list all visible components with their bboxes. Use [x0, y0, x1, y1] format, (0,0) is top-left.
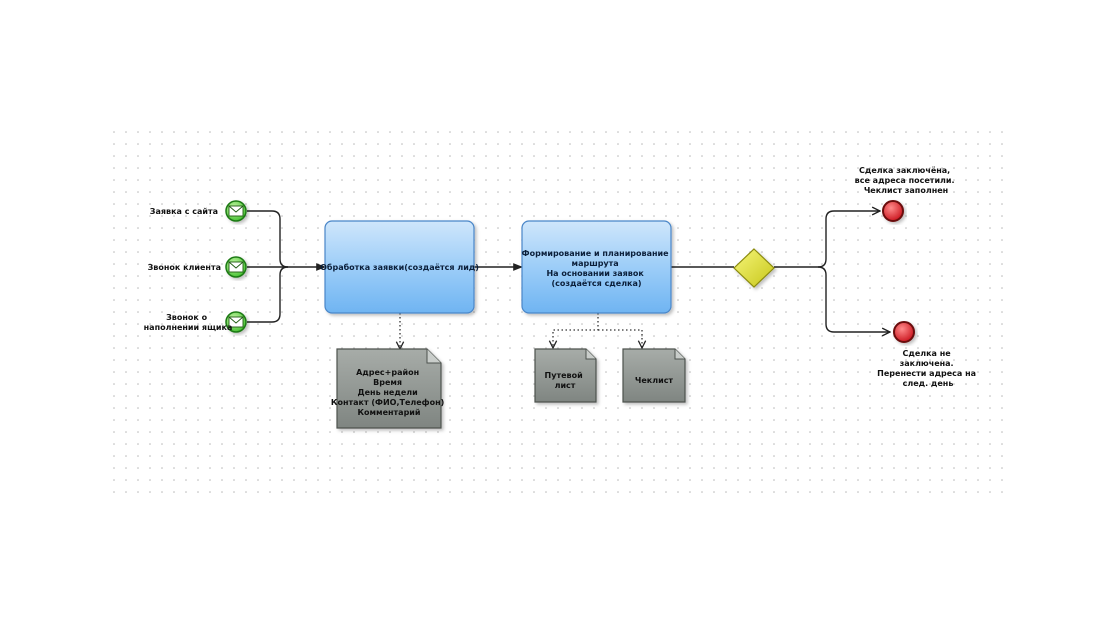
end-label-deal-not-closed: Сделка не заключена. Перенести адреса на… [877, 349, 979, 388]
start-label-box-full: Звонок о наполнении ящика [144, 313, 233, 332]
assoc-task2-docs [553, 313, 599, 348]
end-event-deal-closed[interactable] [882, 200, 904, 222]
task-label-plan-route: Формирование и планирование маршрута На … [522, 249, 672, 288]
data-object-waybill[interactable]: Путевой лист [534, 348, 597, 403]
task-label-process-request: Обработка заявки(создаётся лид) [320, 262, 479, 272]
start-event-call[interactable] [225, 256, 247, 278]
start-label-call: Звонок клиента [148, 263, 221, 272]
sequence-flows [247, 211, 890, 332]
end-event-deal-not-closed[interactable] [893, 321, 915, 343]
data-object-label-checklist: Чеклист [635, 376, 674, 385]
exclusive-gateway[interactable] [733, 248, 775, 288]
task-plan-route[interactable]: Формирование и планирование маршрута На … [521, 220, 672, 314]
end-label-deal-closed: Сделка заключёна, все адреса посетили. Ч… [855, 166, 958, 195]
data-object-request-fields[interactable]: Адрес+район Время День недели Контакт (Ф… [331, 348, 447, 429]
flow-start1-merge [247, 210, 289, 268]
envelope-icon [228, 205, 244, 217]
flow-gateway-end2 [817, 266, 890, 332]
envelope-icon [228, 261, 244, 273]
flow-gateway-end1 [817, 211, 880, 268]
task-process-request[interactable]: Обработка заявки(создаётся лид) [320, 220, 479, 314]
start-label-site: Заявка с сайта [150, 207, 218, 216]
flow-start3-merge [247, 266, 289, 323]
data-object-checklist[interactable]: Чеклист [622, 348, 686, 403]
start-event-site[interactable] [225, 200, 247, 222]
envelope-icon [228, 316, 244, 328]
assoc-task2-doc3 [598, 329, 642, 348]
start-event-box-full[interactable] [225, 311, 247, 333]
grid-background [113, 131, 1006, 499]
data-object-label-request-fields: Адрес+район Время День недели Контакт (Ф… [331, 368, 447, 417]
data-associations [400, 313, 642, 349]
data-object-label-waybill: Путевой лист [545, 371, 586, 390]
